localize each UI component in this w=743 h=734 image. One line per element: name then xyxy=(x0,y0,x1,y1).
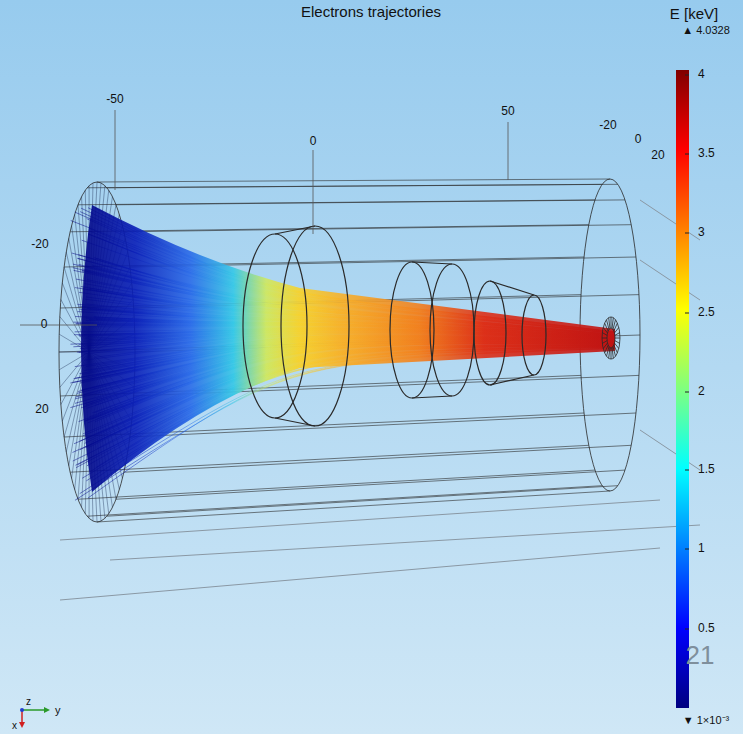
axis-number: -20 xyxy=(599,119,616,132)
axis-number: 20 xyxy=(35,403,48,416)
axis-label: x xyxy=(12,720,17,731)
colorbar-tick: 2.5 xyxy=(698,306,715,319)
electrode-rings xyxy=(243,226,546,426)
colorbar-title: E [keV] xyxy=(670,6,718,23)
colorbar-tick: 1.5 xyxy=(698,463,715,476)
cylinder-wireframe xyxy=(59,179,640,522)
axis-number: 0 xyxy=(310,135,317,148)
axis-triad xyxy=(19,707,50,728)
axis-number: 50 xyxy=(501,105,514,118)
colorbar-tick: 4 xyxy=(698,68,705,81)
axis-number: 20 xyxy=(651,149,664,162)
electron-beam xyxy=(81,205,615,492)
aperture xyxy=(602,317,620,359)
plot-title: Electrons trajectories xyxy=(301,4,441,21)
axis-number: 0 xyxy=(41,318,48,331)
axis-number: 0 xyxy=(635,133,642,146)
colorbar-tick: 1 xyxy=(698,542,705,555)
colorbar-tick: 3.5 xyxy=(698,147,715,160)
colorbar-min: ▼ 1×10⁻³ xyxy=(683,714,729,726)
axis-number: -20 xyxy=(31,238,48,251)
axis-label: z xyxy=(26,696,31,707)
slide-number: 21 xyxy=(686,641,715,670)
axis-number: -50 xyxy=(106,93,123,106)
colorbar xyxy=(676,70,689,708)
floor-grid xyxy=(60,200,700,600)
axis-label: y xyxy=(55,704,61,716)
colorbar-tick: 3 xyxy=(698,226,705,239)
axis-lines xyxy=(20,110,508,325)
colorbar-tick: 2 xyxy=(698,385,705,398)
colorbar-max: ▲ 4.0328 xyxy=(682,24,730,36)
colorbar-ticks xyxy=(685,75,689,629)
colorbar-tick: 0.5 xyxy=(698,622,715,635)
electron-trajectories xyxy=(70,208,615,501)
